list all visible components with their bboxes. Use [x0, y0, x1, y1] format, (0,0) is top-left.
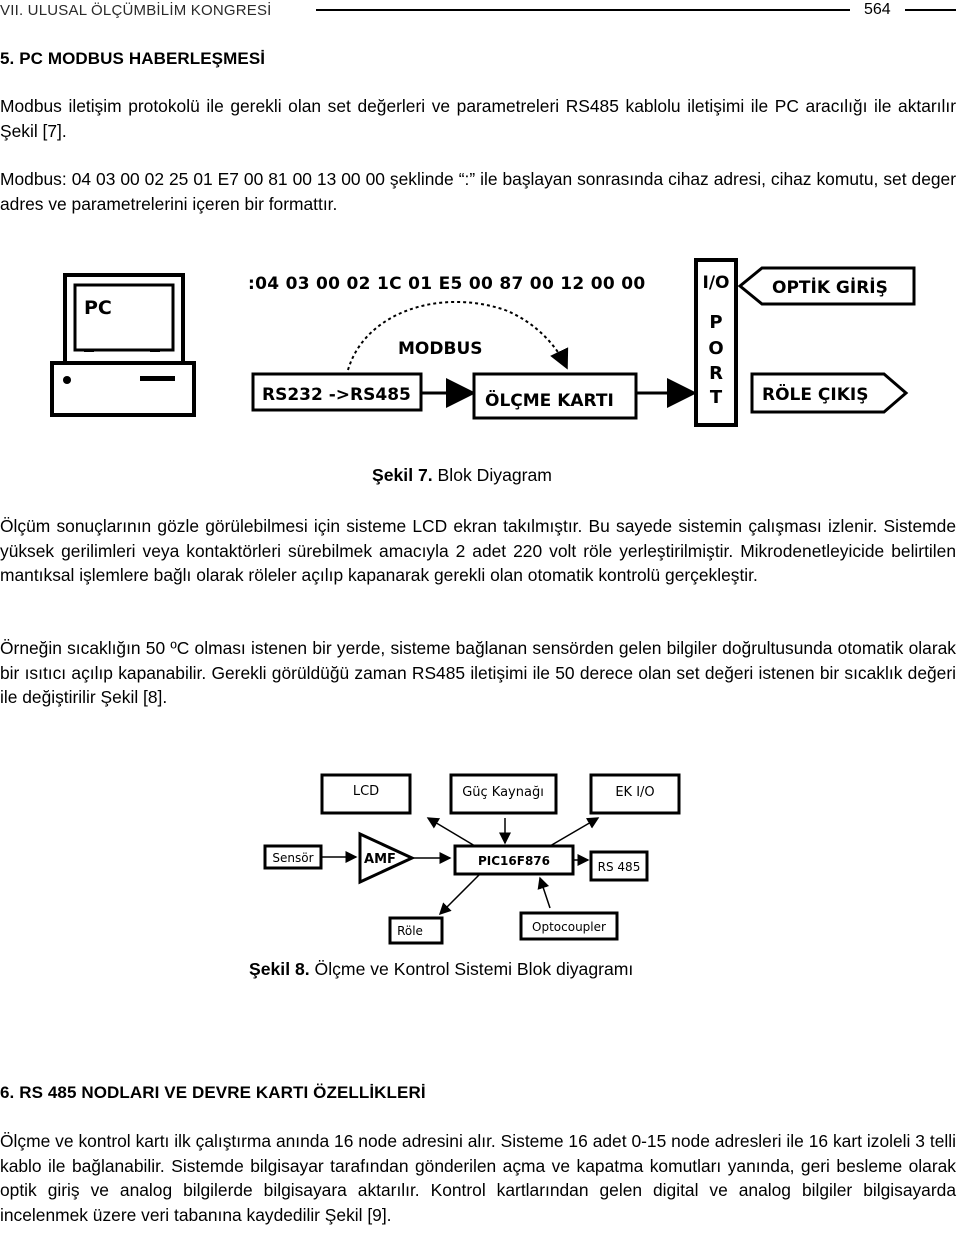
conference-name: VII. ULUSAL ÖLÇÜMBİLİM KONGRESİ — [0, 2, 272, 19]
optocoupler-label: Optocoupler — [532, 920, 606, 934]
rs485-label: RS 485 — [598, 860, 641, 874]
header-rule — [316, 9, 850, 11]
port-letter-o: O — [708, 338, 723, 359]
section-6-paragraph: Ölçme ve kontrol kartı ilk çalıştırma an… — [0, 1131, 956, 1225]
modbus-label: MODBUS — [398, 339, 483, 359]
header-rule-right — [905, 9, 956, 11]
olcme-karti-label: ÖLÇME KARTI — [485, 389, 614, 411]
role-cikis-label: RÖLE ÇIKIŞ — [762, 383, 868, 405]
pic16f876-label: PIC16F876 — [478, 854, 550, 868]
ek-io-box — [589, 773, 681, 815]
guc-kaynagi-label: Güç Kaynağı — [462, 785, 544, 800]
page-number: 564 — [864, 1, 891, 18]
figure-8-caption-text: Ölçme ve Kontrol Sistemi Blok diyagramı — [309, 959, 634, 979]
modbus-arc-arrow — [347, 300, 569, 371]
figure-8-caption: Şekil 8. Ölçme ve Kontrol Sistemi Blok d… — [249, 959, 633, 980]
optik-giris-box — [737, 266, 916, 306]
figure-7-caption-text: Blok Diyagram — [432, 465, 552, 485]
lcd-box — [320, 773, 412, 815]
ek-io-label: EK I/O — [615, 785, 654, 800]
figure-8-caption-bold: Şekil 8. — [249, 959, 310, 979]
pic-to-role-arrow — [438, 873, 481, 916]
pc-computer-icon — [50, 273, 196, 417]
port-letter-p: P — [709, 312, 722, 333]
pic-to-lcd-arrow — [426, 817, 476, 847]
figure-8-block-diagram: LCD Güç Kaynağı EK I/O Sensör AMF PIC16F… — [0, 768, 960, 953]
role-box — [388, 916, 444, 945]
section-6-title: 6. RS 485 NODLARI VE DEVRE KARTI ÖZELLİK… — [0, 1083, 426, 1102]
port-letter-r: R — [709, 363, 723, 384]
section-5-paragraph-2: Modbus: 04 03 00 02 25 01 E7 00 81 00 13… — [0, 169, 956, 214]
running-header: VII. ULUSAL ÖLÇÜMBİLİM KONGRESİ 564 — [0, 0, 960, 24]
amf-triangle — [358, 831, 416, 885]
lcd-label: LCD — [353, 784, 379, 799]
role-label: Röle — [397, 924, 423, 938]
port-letter-t: T — [710, 387, 723, 408]
io-label: I/O — [703, 273, 730, 293]
figure-7-block-diagram: PC :04 03 00 02 1C 01 E5 00 87 00 12 00 … — [0, 250, 960, 440]
section-5-title: 5. PC MODBUS HABERLEŞMESİ — [0, 49, 266, 68]
amf-label: AMF — [364, 852, 396, 867]
olcme-karti-box — [472, 372, 638, 420]
rs485-box — [589, 850, 649, 882]
figure-7-caption: Şekil 7. Blok Diyagram — [372, 465, 552, 486]
guc-kaynagi-box — [449, 773, 558, 815]
pic-to-ekio-arrow — [549, 817, 600, 847]
opto-to-pic-arrow — [537, 876, 551, 909]
paragraph-example: Örneğin sıcaklığın 50 ºC olması istenen … — [0, 638, 956, 707]
pic16f876-box — [453, 844, 575, 876]
role-cikis-box — [750, 372, 909, 414]
modbus-frame-text: :04 03 00 02 1C 01 E5 00 87 00 12 00 00 — [248, 274, 646, 294]
rs232-rs485-label: RS232 ->RS485 — [262, 385, 411, 405]
sensor-label: Sensör — [272, 851, 313, 865]
io-port-box — [694, 258, 738, 427]
optocoupler-box — [519, 911, 619, 941]
rs232-rs485-box — [251, 372, 423, 412]
section-5-paragraph-1: Modbus iletişim protokolü ile gerekli ol… — [0, 96, 956, 141]
pc-label: PC — [84, 297, 112, 319]
optik-giris-label: OPTİK GİRİŞ — [772, 276, 888, 298]
paragraph-lcd: Ölçüm sonuçlarının gözle görülebilmesi i… — [0, 516, 956, 585]
figure-7-caption-bold: Şekil 7. — [372, 465, 433, 485]
